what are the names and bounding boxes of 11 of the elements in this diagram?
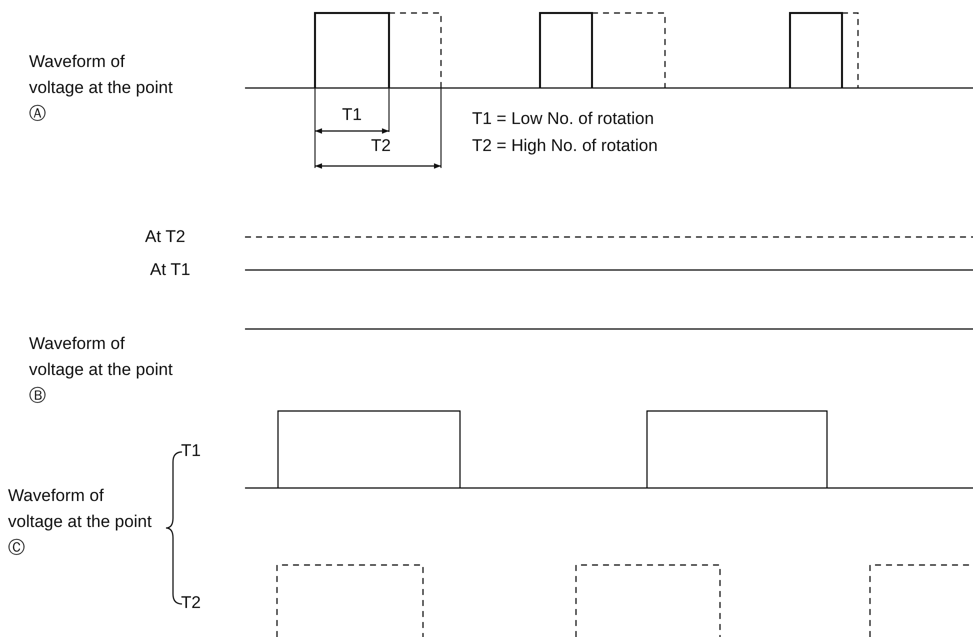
note: T1 = Low No. of rotation bbox=[472, 108, 654, 130]
level-label: At T2 bbox=[145, 226, 186, 248]
brace-label: T1 bbox=[181, 440, 201, 462]
description-text: Waveform of voltage at the point Ⓐ bbox=[29, 51, 174, 125]
dimension-label: T1 bbox=[342, 104, 362, 126]
dimension-label: T2 bbox=[371, 135, 391, 157]
description-text: Waveform of voltage at the point Ⓑ bbox=[29, 333, 174, 407]
description-text: Waveform of voltage at the point Ⓒ bbox=[8, 485, 153, 559]
level-label: At T1 bbox=[150, 259, 190, 281]
note: T2 = High No. of rotation bbox=[472, 135, 658, 157]
brace-label: T2 bbox=[181, 592, 201, 614]
